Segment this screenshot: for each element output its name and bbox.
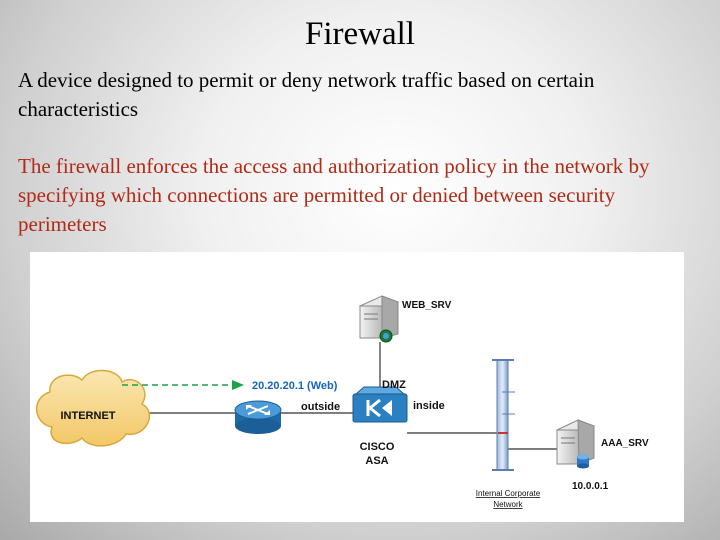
internal-network-label-line1: Internal Corporate [476,489,541,498]
web-server-label: WEB_SRV [402,300,452,311]
outside-label: outside [301,401,340,413]
firewall-label-line1: CISCO [360,441,395,453]
network-diagram: INTERNET 20.20.20.1 (Web) outside DMZ in… [30,252,684,522]
policy-text: The firewall enforces the access and aut… [18,154,650,236]
web-server-icon [358,295,400,343]
dmz-label: DMZ [382,379,406,391]
aaa-server-label: AAA_SRV [601,438,649,449]
firewall-icon [352,386,408,423]
router-icon [234,400,282,434]
internal-network-segment [492,359,515,471]
internal-network-label-line2: Network [493,500,523,509]
internet-cloud [35,369,151,447]
arrow-head-icon [232,380,244,390]
slide-title: Firewall [305,16,415,52]
aaa-server-icon [555,419,596,469]
aaa-address-label: 10.0.0.1 [572,481,609,492]
inside-label: inside [413,400,445,412]
firewall-label-line2: ASA [365,455,388,467]
internet-label: INTERNET [61,410,116,422]
web-address-label: 20.20.20.1 (Web) [252,380,338,392]
definition-text: A device designed to permit or deny netw… [18,68,595,121]
